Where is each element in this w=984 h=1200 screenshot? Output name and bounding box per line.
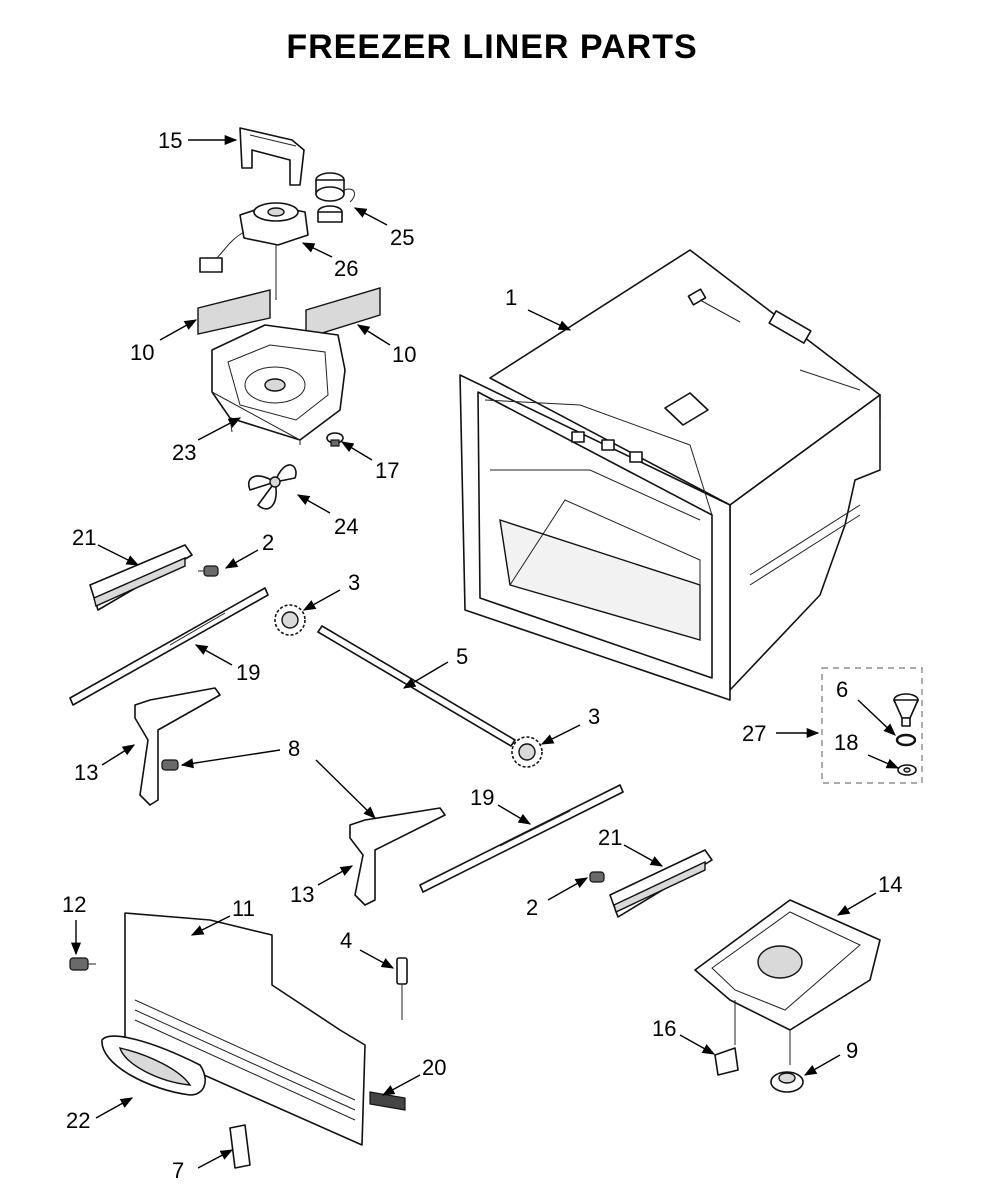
drawer-axle <box>317 625 516 747</box>
callout-25: 25 <box>390 225 414 250</box>
bracket-left-upper <box>134 687 221 806</box>
shroud-screw <box>326 432 344 447</box>
callout-4: 4 <box>340 928 352 953</box>
callout-19-left: 19 <box>236 660 260 685</box>
callout-14: 14 <box>878 872 902 897</box>
slide-rail-left <box>69 587 269 706</box>
callout-17: 17 <box>375 458 399 483</box>
callout-9: 9 <box>846 1038 858 1063</box>
cover-screw <box>69 957 96 971</box>
fan-motor <box>199 202 309 300</box>
drain-washer <box>897 764 917 776</box>
callout-3-upper: 3 <box>348 570 360 595</box>
callout-10-left: 10 <box>130 340 154 365</box>
callout-2-upper: 2 <box>262 530 274 555</box>
drain-nut <box>770 1071 804 1093</box>
drain-trap <box>893 693 919 727</box>
insulation-pad-right <box>305 287 381 339</box>
kit-box <box>821 667 923 784</box>
callout-10-right: 10 <box>392 342 416 367</box>
damper-connector <box>315 172 356 223</box>
callout-18: 18 <box>834 730 858 755</box>
hinge-clip <box>229 1124 251 1169</box>
callout-7: 7 <box>172 1158 184 1183</box>
callout-13-left: 13 <box>74 760 98 785</box>
callout-5: 5 <box>456 644 468 669</box>
screw-left-mid <box>161 759 179 771</box>
slide-cover-right <box>609 849 713 918</box>
fan-shroud <box>211 324 346 445</box>
callout-26: 26 <box>334 256 358 281</box>
callout-19-right: 19 <box>470 785 494 810</box>
pinion-gear-left <box>274 604 306 636</box>
callout-1: 1 <box>505 285 517 310</box>
callout-13-right: 13 <box>290 882 314 907</box>
o-ring <box>895 733 917 747</box>
callout-22: 22 <box>66 1108 90 1133</box>
pinion-gear-right <box>511 736 543 768</box>
damper-clip <box>714 1047 739 1076</box>
fan-blade <box>248 464 297 510</box>
callout-6: 6 <box>836 677 848 702</box>
callout-21-right: 21 <box>598 825 622 850</box>
leader-lines <box>70 134 900 1169</box>
bracket-right <box>349 807 446 906</box>
callout-23: 23 <box>172 440 196 465</box>
callout-3-lower: 3 <box>588 704 600 729</box>
screw-right-lower <box>589 871 605 883</box>
freezer-liner <box>459 249 881 701</box>
lower-air-duct <box>694 899 881 1065</box>
foam-strip <box>369 1091 406 1111</box>
callout-labels: 15 25 26 10 10 23 17 24 1 21 2 3 19 5 3 … <box>62 128 902 1183</box>
fan-bracket <box>239 127 305 186</box>
slide-rail-right <box>419 784 624 893</box>
screw-left-upper <box>198 565 219 577</box>
callout-20: 20 <box>422 1055 446 1080</box>
callout-27: 27 <box>742 721 766 746</box>
diagram-title: FREEZER LINER PARTS <box>286 28 698 66</box>
callout-15: 15 <box>158 128 182 153</box>
callout-16: 16 <box>652 1016 676 1041</box>
insulation-pad-left <box>197 289 271 335</box>
callout-24: 24 <box>334 514 358 539</box>
callout-2-lower: 2 <box>526 895 538 920</box>
callout-21-left: 21 <box>72 525 96 550</box>
callout-11: 11 <box>232 896 255 921</box>
sensor-probe <box>396 957 408 1020</box>
vent-grille <box>101 1035 206 1096</box>
callout-12: 12 <box>62 892 86 917</box>
slide-cover-left <box>89 544 193 611</box>
lower-cover-panel <box>124 912 366 1146</box>
callout-8: 8 <box>288 736 300 761</box>
